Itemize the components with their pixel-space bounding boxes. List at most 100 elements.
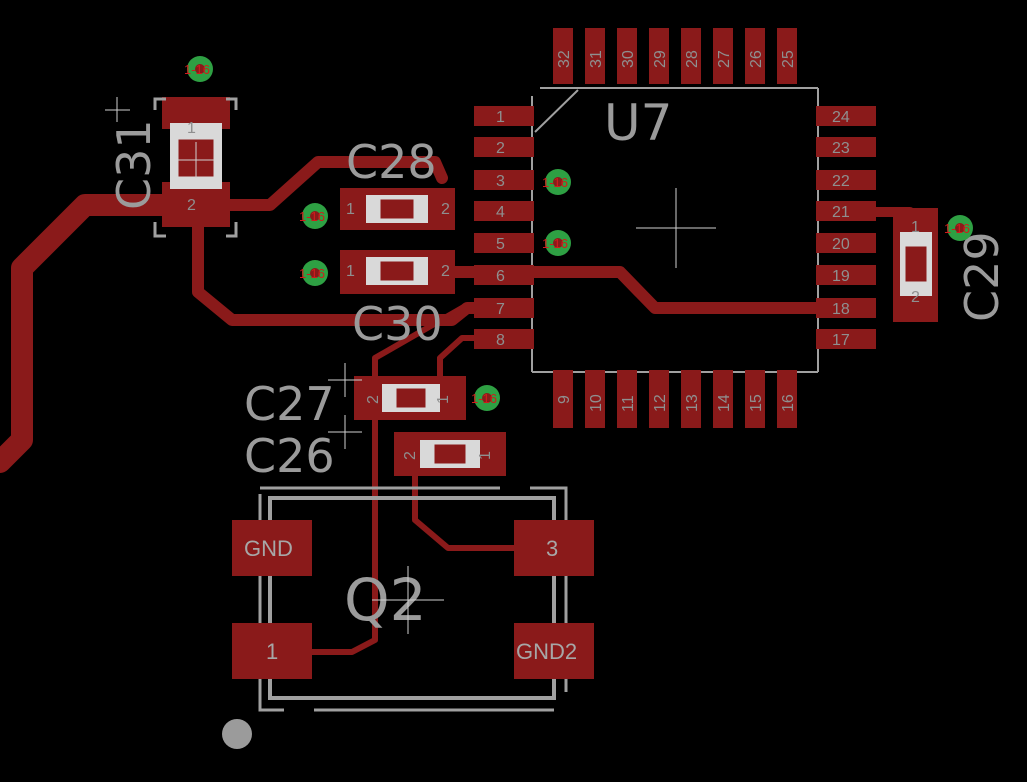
u7-pin[interactable] [745, 370, 765, 428]
u7-pin-label: 11 [620, 395, 637, 412]
u7-pin-label: 30 [620, 50, 637, 68]
u7-pin[interactable] [649, 370, 669, 428]
u7-pin[interactable] [474, 170, 534, 190]
via-label: 1-16 [542, 236, 568, 251]
via[interactable]: 1-16 [944, 215, 973, 241]
c31-footprint[interactable]: 1 2 C31 [105, 97, 238, 238]
c28-refdes: C28 [346, 135, 437, 189]
c29-body-inner [904, 245, 928, 283]
u7-pin-label: 13 [684, 394, 701, 412]
q2-pad-1-label: 1 [266, 639, 278, 664]
q2-footprint[interactable]: GND 3 1 GND2 Q2 [222, 486, 594, 749]
u7-pin[interactable] [745, 28, 765, 84]
c28-footprint[interactable]: 1 2 C28 [340, 135, 455, 230]
c28-pin2-label: 2 [441, 201, 450, 218]
u7-pin[interactable] [816, 201, 876, 221]
u7-pin-label: 25 [780, 50, 797, 68]
u7-pin[interactable] [474, 106, 534, 126]
u7-pin[interactable] [713, 28, 733, 84]
q2-pad-1[interactable] [232, 623, 312, 679]
u7-pin[interactable] [816, 233, 876, 253]
u7-pin-label: 3 [496, 173, 505, 190]
u7-pin[interactable] [816, 265, 876, 285]
q2-pad-gnd-label: GND [244, 536, 293, 561]
u7-footprint[interactable]: U7 32 31 30 29 28 27 26 25 [474, 28, 876, 428]
u7-pin-label: 2 [496, 140, 505, 157]
c26-pin2-label: 1 [477, 451, 494, 460]
c30-pin2-label: 2 [441, 263, 450, 280]
via-label: 1-16 [542, 175, 568, 190]
via-label: 1-16 [471, 391, 497, 406]
u7-pin-label: 28 [684, 50, 701, 68]
u7-pin-label: 24 [832, 109, 850, 126]
q2-pad-3[interactable] [514, 520, 594, 576]
trace-c31-c28 [199, 156, 448, 211]
via[interactable]: 1-16 [542, 169, 571, 195]
u7-pin[interactable] [474, 265, 534, 285]
u7-pin[interactable] [474, 329, 534, 349]
c28-body-inner [379, 198, 415, 220]
u7-pin-label: 26 [748, 50, 765, 68]
u7-pin[interactable] [816, 106, 876, 126]
c26-footprint[interactable]: 2 1 C26 [244, 363, 506, 483]
q2-pad-gnd[interactable] [232, 520, 312, 576]
c27-pin2-label: 1 [435, 395, 452, 404]
c27-footprint[interactable]: 2 1 C27 [244, 376, 466, 431]
u7-pin-label: 20 [832, 236, 850, 253]
u7-pin-label: 29 [652, 50, 669, 68]
u7-pin[interactable] [816, 298, 876, 318]
u7-pin-label: 27 [716, 50, 733, 68]
u7-pin-label: 21 [832, 204, 850, 221]
u7-pin[interactable] [816, 137, 876, 157]
u7-pin[interactable] [777, 28, 797, 84]
u7-pin[interactable] [816, 329, 876, 349]
q2-pad-3-label: 3 [546, 536, 558, 561]
u7-pin[interactable] [474, 201, 534, 221]
u7-pin[interactable] [553, 28, 573, 84]
c29-footprint[interactable]: 1 2 C29 [893, 208, 1009, 322]
u7-pin-label: 4 [496, 204, 505, 221]
u7-pin[interactable] [474, 298, 534, 318]
c26-refdes: C26 [244, 429, 335, 483]
u7-pin[interactable] [713, 370, 733, 428]
c28-pin1-label: 1 [346, 201, 355, 218]
u7-pin-label: 10 [588, 394, 605, 412]
c31-pad-2[interactable] [162, 182, 230, 227]
c29-refdes: C29 [955, 231, 1009, 322]
u7-pin-label: 22 [832, 173, 850, 190]
u7-pin[interactable] [585, 28, 605, 84]
u7-pin[interactable] [553, 370, 573, 428]
via[interactable]: 1-16 [299, 260, 328, 286]
u7-pin-label: 5 [496, 236, 505, 253]
via-label: 1-16 [299, 209, 325, 224]
u7-pin-label: 6 [496, 268, 505, 285]
u7-pin-label: 14 [716, 394, 733, 412]
u7-pin[interactable] [474, 233, 534, 253]
u7-pin[interactable] [681, 28, 701, 84]
via[interactable]: 1-16 [471, 385, 500, 411]
q2-inner-outline [268, 496, 556, 700]
via[interactable]: 1-16 [184, 56, 213, 82]
u7-pin-label: 32 [556, 50, 573, 68]
u7-pin-label: 12 [652, 394, 669, 412]
u7-pin[interactable] [617, 28, 637, 84]
u7-pin[interactable] [585, 370, 605, 428]
q2-pad-gnd2[interactable] [514, 623, 594, 679]
u7-pin-label: 7 [496, 301, 505, 318]
u7-pin[interactable] [649, 28, 669, 84]
u7-pin[interactable] [777, 370, 797, 428]
u7-pin[interactable] [617, 370, 637, 428]
u7-pin[interactable] [681, 370, 701, 428]
via[interactable]: 1-16 [542, 230, 571, 256]
c29-pin2-label: 2 [911, 289, 920, 306]
c30-body-inner [379, 260, 415, 282]
u7-pin[interactable] [474, 137, 534, 157]
c26-body-inner [433, 443, 467, 465]
via[interactable]: 1-16 [299, 203, 328, 229]
u7-outline [531, 87, 819, 373]
via-label: 1-16 [184, 62, 210, 77]
c30-footprint[interactable]: 1 2 C30 [340, 250, 455, 351]
vias: 1-16 1-16 1-16 1-16 1-16 1-16 1-16 [184, 56, 973, 411]
u7-pin[interactable] [816, 170, 876, 190]
